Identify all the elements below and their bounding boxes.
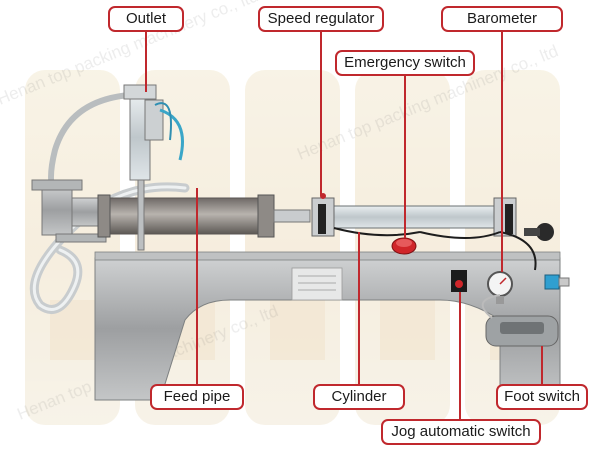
label-barometer: Barometer [441, 6, 563, 32]
label-foot-switch: Foot switch [496, 384, 588, 410]
leader-lines [145, 32, 543, 419]
label-emergency-switch: Emergency switch [335, 50, 475, 76]
label-speed-regulator: Speed regulator [258, 6, 384, 32]
name-plate [291, 267, 343, 301]
air-cylinder [329, 205, 499, 229]
machine [29, 84, 570, 401]
label-feed-pipe: Feed pipe [150, 384, 244, 410]
label-outlet: Outlet [108, 6, 184, 32]
label-cylinder: Cylinder [313, 384, 405, 410]
label-jog-automatic-switch: Jog automatic switch [381, 419, 541, 445]
piston-barrel [99, 197, 271, 235]
